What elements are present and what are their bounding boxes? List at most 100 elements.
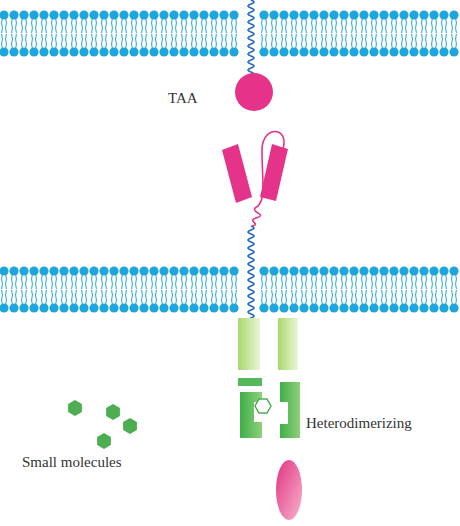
lipid-tail [21,18,23,33]
lipid-tail [385,274,387,289]
lipid-head [19,47,28,56]
lipid-head [79,303,88,312]
lipid-tail [95,274,97,289]
lipid-tail [145,18,147,33]
lipid-tail [145,290,147,305]
lipid-tail [435,274,437,289]
lipid-tail [151,34,153,49]
lipid-tail [215,290,217,305]
lipid-tail [225,290,227,305]
lipid-tail [311,274,313,289]
lipid-head [139,266,148,275]
lipid-tail [365,18,367,33]
lipid-head [439,266,448,275]
lipid-tail [221,34,223,49]
lipid-tail [85,34,87,49]
lipid-tail [121,18,123,33]
lipid-tail [431,290,433,305]
lipid-tail [235,290,237,305]
lipid-tail [21,34,23,49]
lipid-tail [201,34,203,49]
lipid-head [299,303,308,312]
lipid-tail [125,34,127,49]
lipid-head [79,10,88,19]
lipid-tail [301,274,303,289]
lipid-head [439,303,448,312]
lipid-head [9,266,18,275]
lipid-tail [1,18,3,33]
bound-molecule [255,399,271,413]
lipid-tail [231,18,233,33]
lipid-tail [165,290,167,305]
lipid-tail [105,290,107,305]
lipid-tail [451,290,453,305]
lipid-head [169,10,178,19]
lipid-tail [151,290,153,305]
text-label: Small molecules [22,453,122,471]
lipid-tail [131,290,133,305]
lipid-head [389,10,398,19]
lipid-tail [205,290,207,305]
lipid-tail [265,18,267,33]
lipid-head [259,266,268,275]
lipid-tail [61,290,63,305]
lipid-head [19,266,28,275]
lipid-tail [171,274,173,289]
lipid-tail [235,274,237,289]
lipid-tail [301,18,303,33]
lipid-tail [5,290,7,305]
lipid-head [369,47,378,56]
text-label: TAA [168,89,198,107]
lipid-tail [61,274,63,289]
lipid-head [89,47,98,56]
lipid-tail [411,290,413,305]
lipid-head [409,10,418,19]
lipid-tail [131,34,133,49]
lipid-head [349,266,358,275]
lipid-head [159,303,168,312]
lipid-tail [85,290,87,305]
lipid-tail [125,290,127,305]
lipid-tail [131,274,133,289]
lipid-head [189,10,198,19]
lipid-tail [265,274,267,289]
lipid-tail [105,34,107,49]
lipid-head [159,266,168,275]
lipid-tail [271,274,273,289]
lipid-head [429,266,438,275]
lipid-head [109,47,118,56]
lipid-tail [425,18,427,33]
lipid-head [79,47,88,56]
dimerizing-bar [238,378,262,386]
lipid-tail [395,18,397,33]
lipid-head [179,47,188,56]
lipid-tail [415,290,417,305]
lipid-tail [385,34,387,49]
lipid-tail [95,18,97,33]
lipid-tail [5,34,7,49]
lipid-tail [1,34,3,49]
lipid-head [89,303,98,312]
lipid-tail [205,274,207,289]
lipid-head [139,303,148,312]
lipid-tail [91,34,93,49]
transmembrane-strands [248,0,254,322]
lipid-tail [311,34,313,49]
lipid-tail [315,274,317,289]
lipid-tail [111,290,113,305]
lipid-tail [121,274,123,289]
lipid-head [379,47,388,56]
lipid-tail [361,18,363,33]
lipid-tail [35,290,37,305]
lipid-tail [65,290,67,305]
lipid-tail [185,274,187,289]
linker-line [252,131,284,226]
lipid-tail [331,18,333,33]
lipid-tail [411,18,413,33]
lipid-head [189,303,198,312]
lipid-tail [215,274,217,289]
lipid-bilayers [0,10,459,312]
lipid-tail [261,34,263,49]
lipid-tail [285,290,287,305]
lipid-head [39,303,48,312]
